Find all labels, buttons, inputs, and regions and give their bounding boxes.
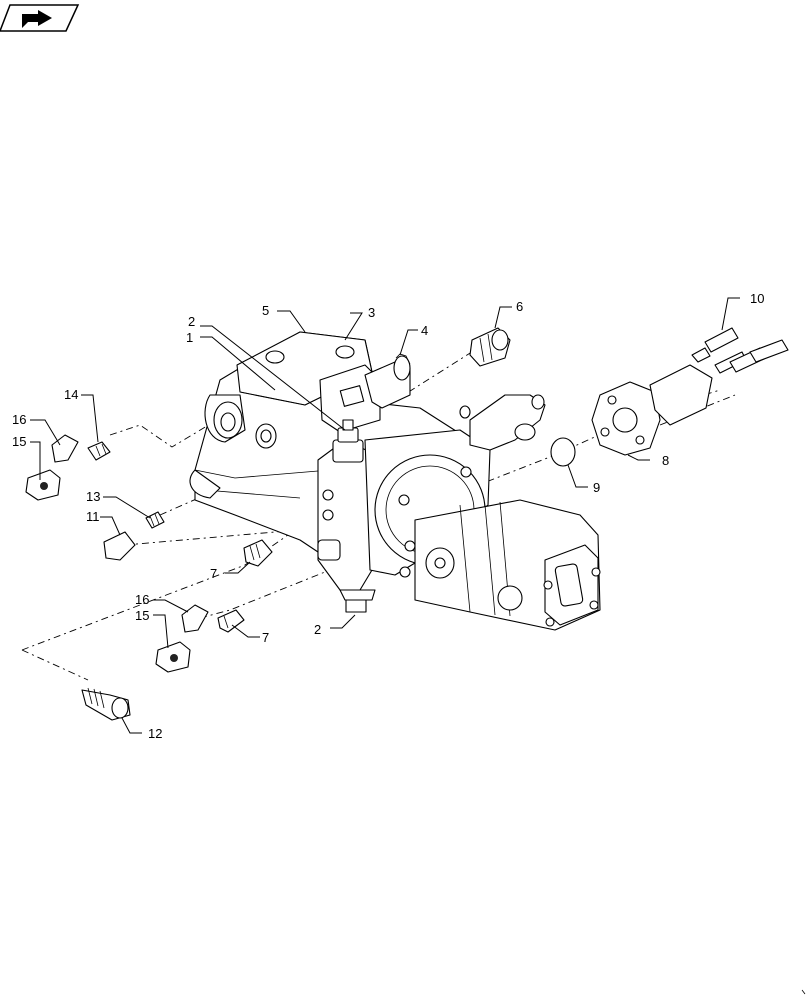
fitting-7-lower bbox=[217, 609, 245, 633]
callout-11: 11 bbox=[86, 509, 100, 524]
solenoid-valve bbox=[319, 353, 411, 433]
callout-15-upper: 15 bbox=[12, 434, 26, 449]
fitting-11 bbox=[103, 531, 136, 561]
o-ring-9 bbox=[550, 437, 576, 467]
callout-leaders bbox=[30, 297, 740, 734]
bolts-10 bbox=[691, 327, 789, 374]
fitting-6 bbox=[469, 327, 511, 367]
callout-5: 5 bbox=[262, 303, 269, 318]
callout-10: 10 bbox=[750, 291, 764, 306]
callout-16-lower: 16 bbox=[135, 592, 149, 607]
return-arrow-icon[interactable] bbox=[0, 4, 80, 32]
callout-12: 12 bbox=[148, 726, 162, 741]
plug-13 bbox=[145, 511, 165, 529]
callout-7-upper: 7 bbox=[210, 566, 217, 581]
plug-14 bbox=[87, 441, 111, 461]
callout-8: 8 bbox=[662, 453, 669, 468]
fitting-7-upper bbox=[243, 539, 273, 567]
screw-12 bbox=[81, 687, 131, 721]
callout-4: 4 bbox=[421, 323, 428, 338]
callout-9: 9 bbox=[593, 480, 600, 495]
callout-2-lower: 2 bbox=[314, 622, 321, 637]
callout-15-lower: 15 bbox=[135, 608, 149, 623]
callout-13: 13 bbox=[86, 489, 100, 504]
fitting-16-lower bbox=[181, 604, 209, 633]
callout-3: 3 bbox=[368, 305, 375, 320]
callout-1: 1 bbox=[186, 330, 193, 345]
fitting-15-lower bbox=[155, 641, 191, 673]
control-valve bbox=[317, 419, 376, 613]
callout-labels: 1 2 2 3 4 5 6 7 7 8 9 10 11 12 13 14 15 … bbox=[12, 291, 764, 741]
outlet-elbow bbox=[459, 394, 546, 451]
corner-mark bbox=[801, 989, 806, 995]
callout-16-upper: 16 bbox=[12, 412, 26, 427]
flange-elbow-8 bbox=[591, 364, 713, 456]
callout-14: 14 bbox=[64, 387, 78, 402]
callout-7-lower: 7 bbox=[262, 630, 269, 645]
gear-pump bbox=[364, 429, 601, 631]
callout-2-upper: 2 bbox=[188, 314, 195, 329]
callout-6: 6 bbox=[516, 299, 523, 314]
fitting-15-upper bbox=[25, 469, 61, 501]
